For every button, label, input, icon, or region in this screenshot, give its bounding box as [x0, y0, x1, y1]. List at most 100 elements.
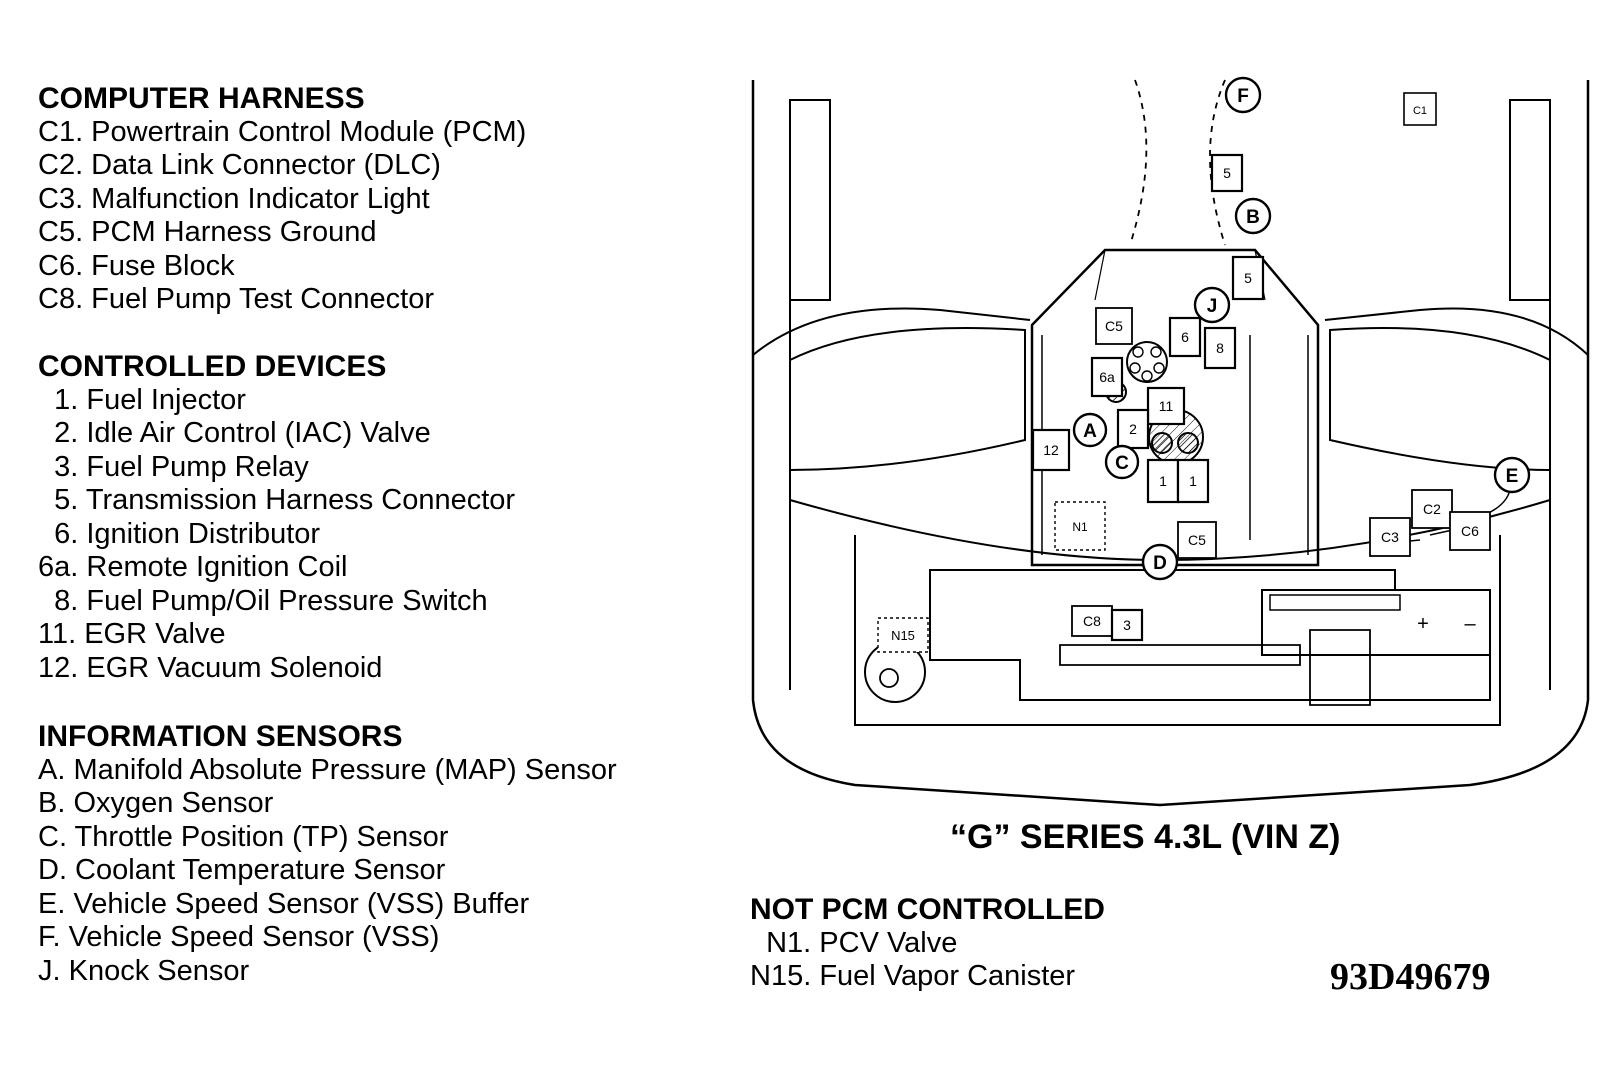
- label-12: 12: [1043, 442, 1059, 458]
- sensor-d-label: D: [1153, 553, 1167, 574]
- legend-item: B. Oxygen Sensor: [38, 787, 274, 819]
- legend-item: 2. Idle Air Control (IAC) Valve: [38, 417, 431, 449]
- sensor-d-marker: [1141, 543, 1179, 581]
- box-6: [1168, 316, 1202, 358]
- box-c1: [1403, 92, 1437, 126]
- radiator-support: [854, 535, 1501, 726]
- legend-item: 5. Transmission Harness Connector: [38, 484, 516, 516]
- figure-number: 93D49679: [1330, 956, 1491, 998]
- label-c2: C2: [1423, 501, 1441, 517]
- right-fender-wall: [1509, 99, 1551, 301]
- legend-item: 11. EGR Valve: [38, 618, 226, 650]
- information-sensors-legend: INFORMATION SENSORS A. Manifold Absolute…: [38, 720, 617, 988]
- controlled-devices-heading: CONTROLLED DEVICES: [38, 350, 387, 383]
- box-6a: [1090, 356, 1124, 398]
- information-sensors-heading: INFORMATION SENSORS: [38, 720, 403, 753]
- box-c2: [1411, 489, 1453, 529]
- legend-item: F. Vehicle Speed Sensor (VSS): [38, 921, 440, 953]
- legend-item: A. Manifold Absolute Pressure (MAP) Sens…: [38, 753, 617, 786]
- legend-item: N15. Fuel Vapor Canister: [750, 960, 1076, 992]
- battery: [1261, 589, 1491, 656]
- label-6: 6: [1181, 329, 1189, 345]
- vehicle-body-outline: [751, 80, 1590, 807]
- box-5: [1231, 255, 1265, 301]
- legend-item: 12. EGR Vacuum Solenoid: [38, 651, 383, 684]
- computer-harness-heading: COMPUTER HARNESS: [38, 82, 365, 115]
- box-n1: [1054, 501, 1106, 551]
- legend-item: N1. PCV Valve: [750, 926, 958, 959]
- legend-item: C5. PCM Harness Ground: [38, 216, 377, 248]
- legend-item: E. Vehicle Speed Sensor (VSS) Buffer: [38, 887, 530, 920]
- box-1-left: [1146, 458, 1180, 504]
- label-n1: N1: [1072, 520, 1088, 534]
- label-c5-top: C5: [1105, 318, 1123, 334]
- legend-item: 8. Fuel Pump/Oil Pressure Switch: [38, 584, 488, 617]
- engine-block: [929, 569, 1491, 701]
- legend-item: C3. Malfunction Indicator Light: [38, 182, 430, 215]
- controlled-devices-legend: CONTROLLED DEVICES 1. Fuel Injector 2. I…: [38, 350, 515, 685]
- box-c3: [1369, 517, 1411, 557]
- legend-item: 6a. Remote Ignition Coil: [38, 551, 348, 583]
- sensor-e-marker: [1493, 456, 1531, 494]
- label-3: 3: [1123, 617, 1131, 633]
- not-pcm-controlled-heading: NOT PCM CONTROLLED: [750, 893, 1105, 926]
- box-1-right: [1176, 458, 1210, 504]
- label-5: 5: [1244, 270, 1252, 286]
- sensor-b-label: B: [1246, 207, 1260, 228]
- label-c5-bottom: C5: [1188, 532, 1206, 548]
- legend-item: C6. Fuse Block: [38, 249, 235, 282]
- box-c8: [1071, 605, 1113, 637]
- box-n15: [877, 617, 929, 653]
- box-8: [1203, 326, 1237, 370]
- computer-harness-legend: COMPUTER HARNESS C1. Powertrain Control …: [38, 82, 526, 317]
- legend-item: C2. Data Link Connector (DLC): [38, 149, 441, 181]
- legend-item: 3. Fuel Pump Relay: [38, 450, 309, 483]
- label-8: 8: [1216, 340, 1224, 356]
- not-pcm-controlled-legend: NOT PCM CONTROLLED N1. PCV Valve N15. Fu…: [750, 893, 1105, 994]
- legend-item: 1. Fuel Injector: [38, 383, 246, 416]
- label-1-right: 1: [1189, 473, 1197, 489]
- dash-curve-right: [1324, 307, 1589, 356]
- legend-item: 6. Ignition Distributor: [38, 517, 321, 550]
- tunnel-line-left: [1129, 79, 1148, 246]
- legend-item: D. Coolant Temperature Sensor: [38, 854, 446, 886]
- box-3: [1110, 608, 1144, 642]
- left-fender-wall: [789, 99, 831, 301]
- label-c8: C8: [1083, 613, 1101, 629]
- legend-item: C1. Powertrain Control Module (PCM): [38, 115, 527, 148]
- sensor-c-label: C: [1115, 453, 1129, 474]
- label-n15: N15: [891, 628, 915, 643]
- box-11: [1146, 386, 1186, 426]
- sensor-e-label: E: [1506, 466, 1519, 487]
- distributor-cap: [1126, 341, 1168, 383]
- legend-item: J. Knock Sensor: [38, 954, 250, 987]
- sensor-j-label: J: [1207, 296, 1218, 317]
- legend-item: C8. Fuel Pump Test Connector: [38, 283, 434, 315]
- label-c1: C1: [1413, 105, 1427, 117]
- label-c3: C3: [1381, 529, 1399, 545]
- sensor-b-marker: [1234, 197, 1272, 235]
- box-c5-bottom: [1177, 521, 1217, 559]
- sensor-j-marker: [1193, 286, 1231, 324]
- sensor-f-label: F: [1237, 86, 1249, 107]
- tunnel-line-right: [1209, 79, 1226, 246]
- label-c6: C6: [1461, 523, 1479, 539]
- box-12: [1031, 428, 1071, 472]
- box-c5-top: [1095, 307, 1133, 345]
- dash-curve-left: [752, 307, 1031, 356]
- battery-plus-label: +: [1417, 613, 1429, 635]
- label-5-top: 5: [1223, 165, 1231, 181]
- label-6a: 6a: [1099, 369, 1115, 385]
- legend-item: C. Throttle Position (TP) Sensor: [38, 820, 449, 853]
- box-c6: [1449, 511, 1491, 551]
- sensor-a-label: A: [1083, 421, 1097, 442]
- sensor-f-marker: [1224, 76, 1262, 114]
- box-5-top: [1210, 153, 1244, 193]
- sensor-c-marker: [1104, 444, 1140, 480]
- label-1-left: 1: [1159, 473, 1167, 489]
- label-11: 11: [1159, 398, 1174, 414]
- sensor-a-marker: [1072, 412, 1108, 448]
- box-2: [1116, 408, 1150, 450]
- battery-minus-label: –: [1464, 613, 1476, 635]
